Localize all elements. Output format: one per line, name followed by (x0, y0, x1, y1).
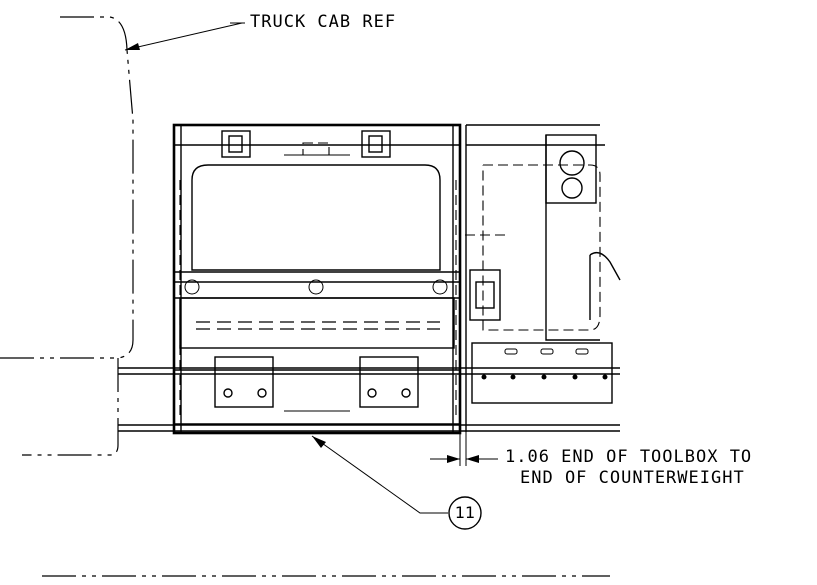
truck-cab-leader (124, 22, 245, 51)
dimension-1-06 (430, 432, 498, 466)
truck-cab-outline (0, 16, 134, 456)
balloon-11-label: 11 (454, 503, 476, 522)
toolbox (172, 123, 462, 435)
balloon-11-leader (311, 435, 482, 530)
counterweight-assembly (465, 124, 621, 432)
chassis-rails (118, 367, 620, 432)
truck-cab-ref-label: TRUCK CAB REF (250, 12, 397, 32)
dimension-text-line2: END OF COUNTERWEIGHT (520, 468, 745, 488)
dimension-text-line1: 1.06 END OF TOOLBOX TO (505, 447, 753, 467)
